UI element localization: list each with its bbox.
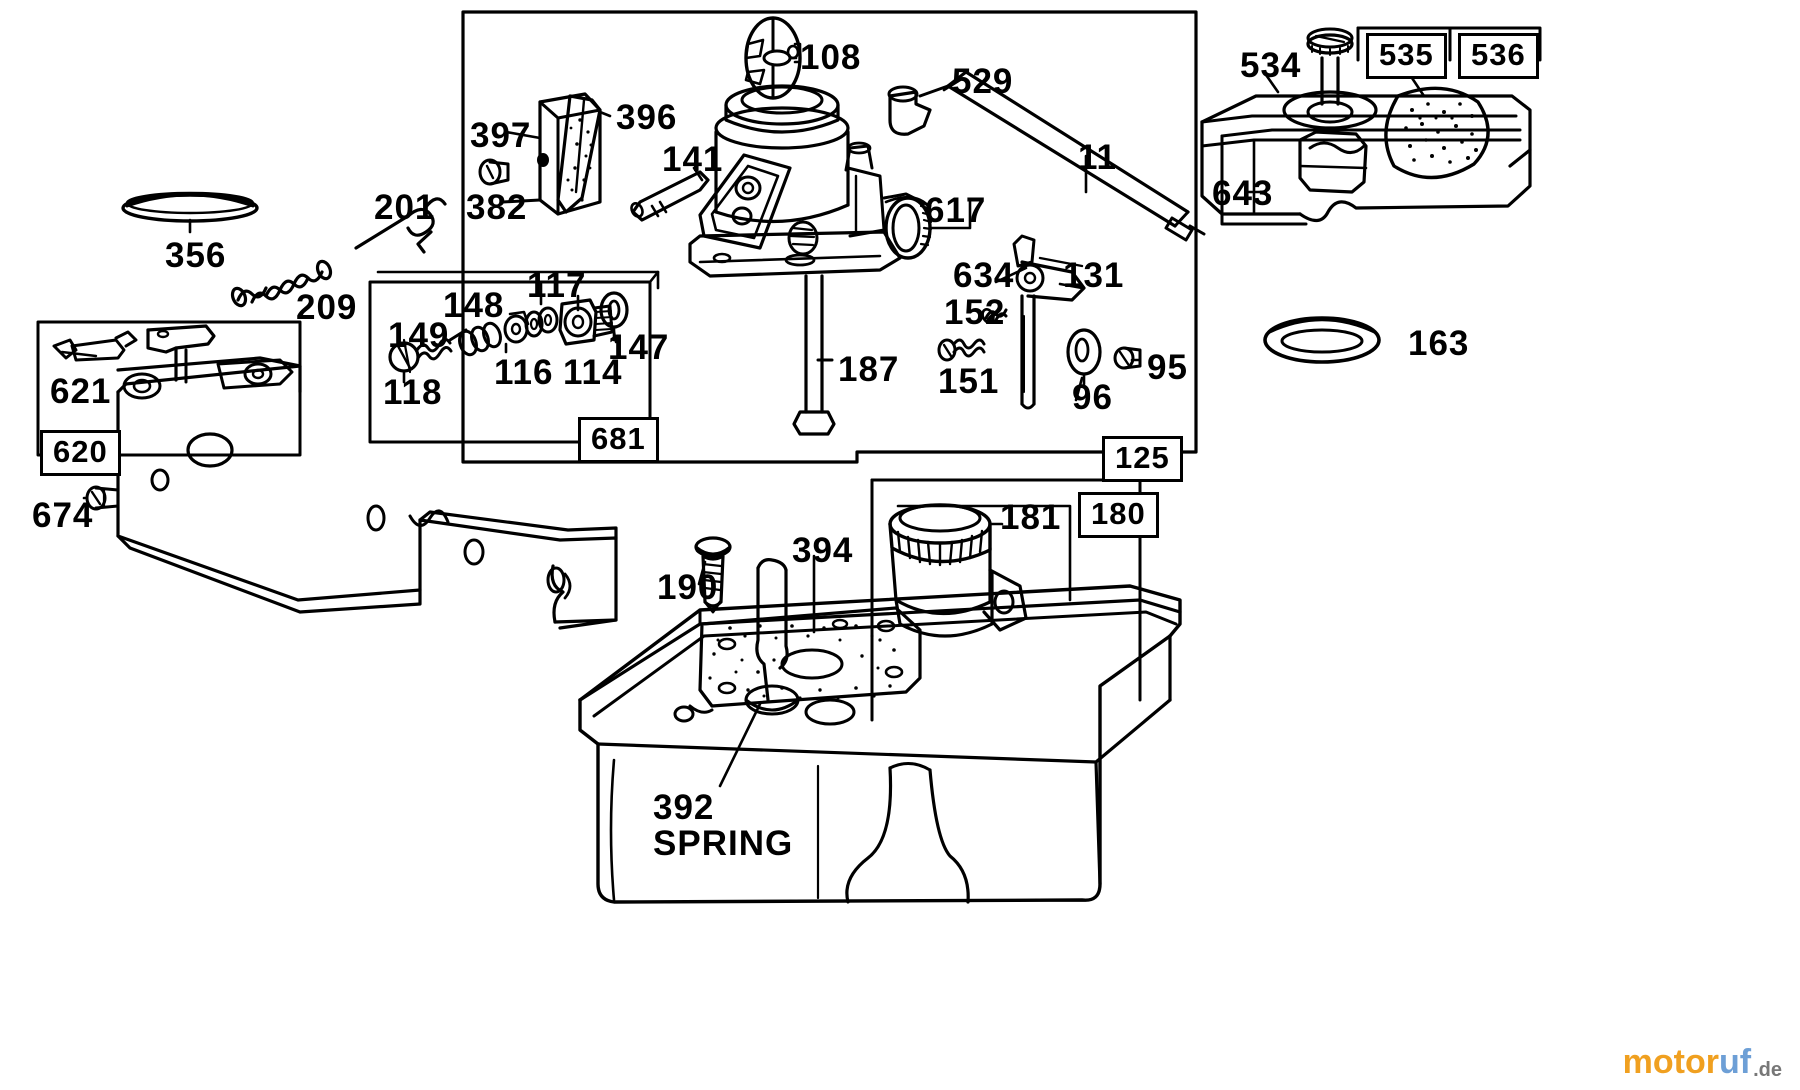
screw-382 xyxy=(478,158,510,186)
group-label-620[interactable]: 620 xyxy=(40,430,121,476)
callout-11[interactable]: 11 xyxy=(1078,138,1117,177)
foam-element-396 xyxy=(556,94,602,214)
callout-190[interactable]: 190 xyxy=(657,568,719,607)
packing-148 xyxy=(503,306,559,344)
gasket-356 xyxy=(121,193,259,223)
callout-147[interactable]: 147 xyxy=(608,328,670,367)
callout-181[interactable]: 181 xyxy=(1000,498,1062,537)
screw-95 xyxy=(1113,346,1142,370)
group-label-125[interactable]: 125 xyxy=(1102,436,1183,482)
callout-131[interactable]: 131 xyxy=(1063,256,1125,295)
callout-187[interactable]: 187 xyxy=(838,350,900,389)
filter-element-535 xyxy=(1384,86,1490,180)
tank-gasket-394 xyxy=(698,606,922,708)
group-label-536[interactable]: 536 xyxy=(1458,33,1539,79)
spring-149 xyxy=(458,321,502,357)
callout-534[interactable]: 534 xyxy=(1240,46,1302,85)
fuel-cap-181 xyxy=(888,503,1028,638)
callout-151[interactable]: 151 xyxy=(938,362,1000,401)
filter-texture-535 xyxy=(1404,102,1478,164)
leader-617 xyxy=(928,198,977,230)
callout-634[interactable]: 634 xyxy=(953,256,1015,295)
callout-397[interactable]: 397 xyxy=(470,116,532,155)
spring-wire-392 xyxy=(755,558,789,702)
callout-95[interactable]: 95 xyxy=(1147,348,1188,387)
control-bracket-620 xyxy=(116,324,618,630)
callout-382[interactable]: 382 xyxy=(466,188,528,227)
clip-621 xyxy=(52,330,138,362)
callout-163[interactable]: 163 xyxy=(1408,324,1470,363)
callout-617[interactable]: 617 xyxy=(925,191,987,230)
callout-96[interactable]: 96 xyxy=(1072,378,1113,417)
callout-394[interactable]: 394 xyxy=(792,531,854,570)
callout-114[interactable]: 114 xyxy=(563,353,623,392)
callout-209[interactable]: 209 xyxy=(296,288,358,327)
callout-392-number: 392 xyxy=(653,788,715,827)
spring-209 xyxy=(230,259,333,308)
leader-634 xyxy=(994,266,1028,284)
callout-116[interactable]: 116 xyxy=(494,353,554,392)
screw-190 xyxy=(694,536,732,614)
watermark-part-1: motor xyxy=(1622,1043,1719,1081)
group-label-535[interactable]: 535 xyxy=(1366,33,1447,79)
choke-plate-108 xyxy=(744,16,802,100)
callout-396[interactable]: 396 xyxy=(616,98,678,137)
callout-149[interactable]: 149 xyxy=(388,316,450,355)
callout-148[interactable]: 148 xyxy=(443,286,505,325)
callout-621[interactable]: 621 xyxy=(50,372,112,411)
spring-152 xyxy=(981,308,1008,324)
washer-96 xyxy=(1066,328,1102,386)
callout-201[interactable]: 201 xyxy=(374,188,436,227)
shaft-141 xyxy=(630,170,710,222)
group-frame-carburetor xyxy=(461,10,1198,464)
governor-lever-131 xyxy=(1012,234,1086,302)
fuel-pickup xyxy=(673,684,856,726)
callout-674[interactable]: 674 xyxy=(32,496,94,535)
callout-529[interactable]: 529 xyxy=(952,62,1014,101)
group-label-681[interactable]: 681 xyxy=(578,417,659,463)
group-label-180[interactable]: 180 xyxy=(1078,492,1159,538)
watermark-part-3: .de xyxy=(1753,1059,1782,1081)
callout-643[interactable]: 643 xyxy=(1212,174,1274,213)
fuel-pipe-11 xyxy=(946,70,1206,242)
callout-118[interactable]: 118 xyxy=(383,373,443,412)
elbow-fitting-529 xyxy=(887,84,950,136)
governor-shaft-96 xyxy=(1020,294,1036,410)
gasket-163 xyxy=(1263,316,1381,364)
callout-392-word: SPRING xyxy=(653,823,794,863)
tank-cover-536 xyxy=(1200,27,1532,226)
link-201 xyxy=(354,197,447,254)
foam-texture xyxy=(566,118,593,202)
callout-141[interactable]: 141 xyxy=(662,140,724,179)
callout-117[interactable]: 117 xyxy=(527,266,587,305)
callout-356[interactable]: 356 xyxy=(165,236,227,275)
callout-152[interactable]: 152 xyxy=(944,293,1006,332)
watermark-part-2: uf xyxy=(1719,1043,1752,1081)
screw-151 xyxy=(937,338,986,362)
carburetor-body xyxy=(688,84,933,436)
callout-108[interactable]: 108 xyxy=(800,38,862,77)
